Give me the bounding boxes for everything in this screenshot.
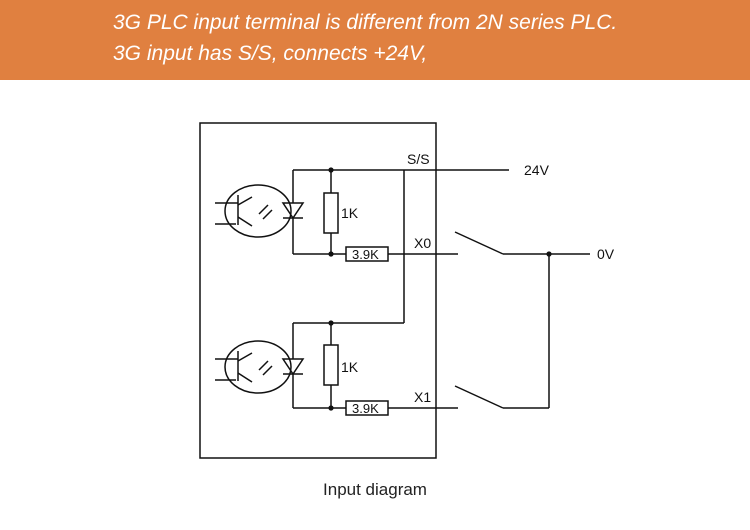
label-x1: X1 [414, 389, 431, 405]
label-0v: 0V [597, 246, 615, 262]
label-3-9k-x0: 3.9K [352, 247, 379, 262]
resistor-1k-x1 [323, 344, 339, 386]
optocoupler-x1 [215, 323, 305, 408]
label-x0: X0 [414, 235, 431, 251]
label-1k-x1: 1K [341, 359, 359, 375]
switch-x1 [454, 385, 504, 409]
label-s-s: S/S [407, 151, 430, 167]
resistor-1k-x0 [323, 192, 339, 234]
junction-dots [328, 167, 552, 411]
switch-x0 [454, 231, 504, 255]
label-3-9k-x1: 3.9K [352, 401, 379, 416]
plc-enclosure [199, 122, 437, 459]
diagram-caption: Input diagram [323, 480, 427, 499]
banner-text-line-2: 3G input has S/S, connects +24V, [113, 42, 428, 65]
banner-text-line-1: 3G PLC input terminal is different from … [113, 11, 618, 34]
label-1k-x0: 1K [341, 205, 359, 221]
optocoupler-x0 [215, 170, 305, 254]
label-24v: 24V [524, 162, 550, 178]
header-banner: 3G PLC input terminal is different from … [0, 0, 750, 80]
